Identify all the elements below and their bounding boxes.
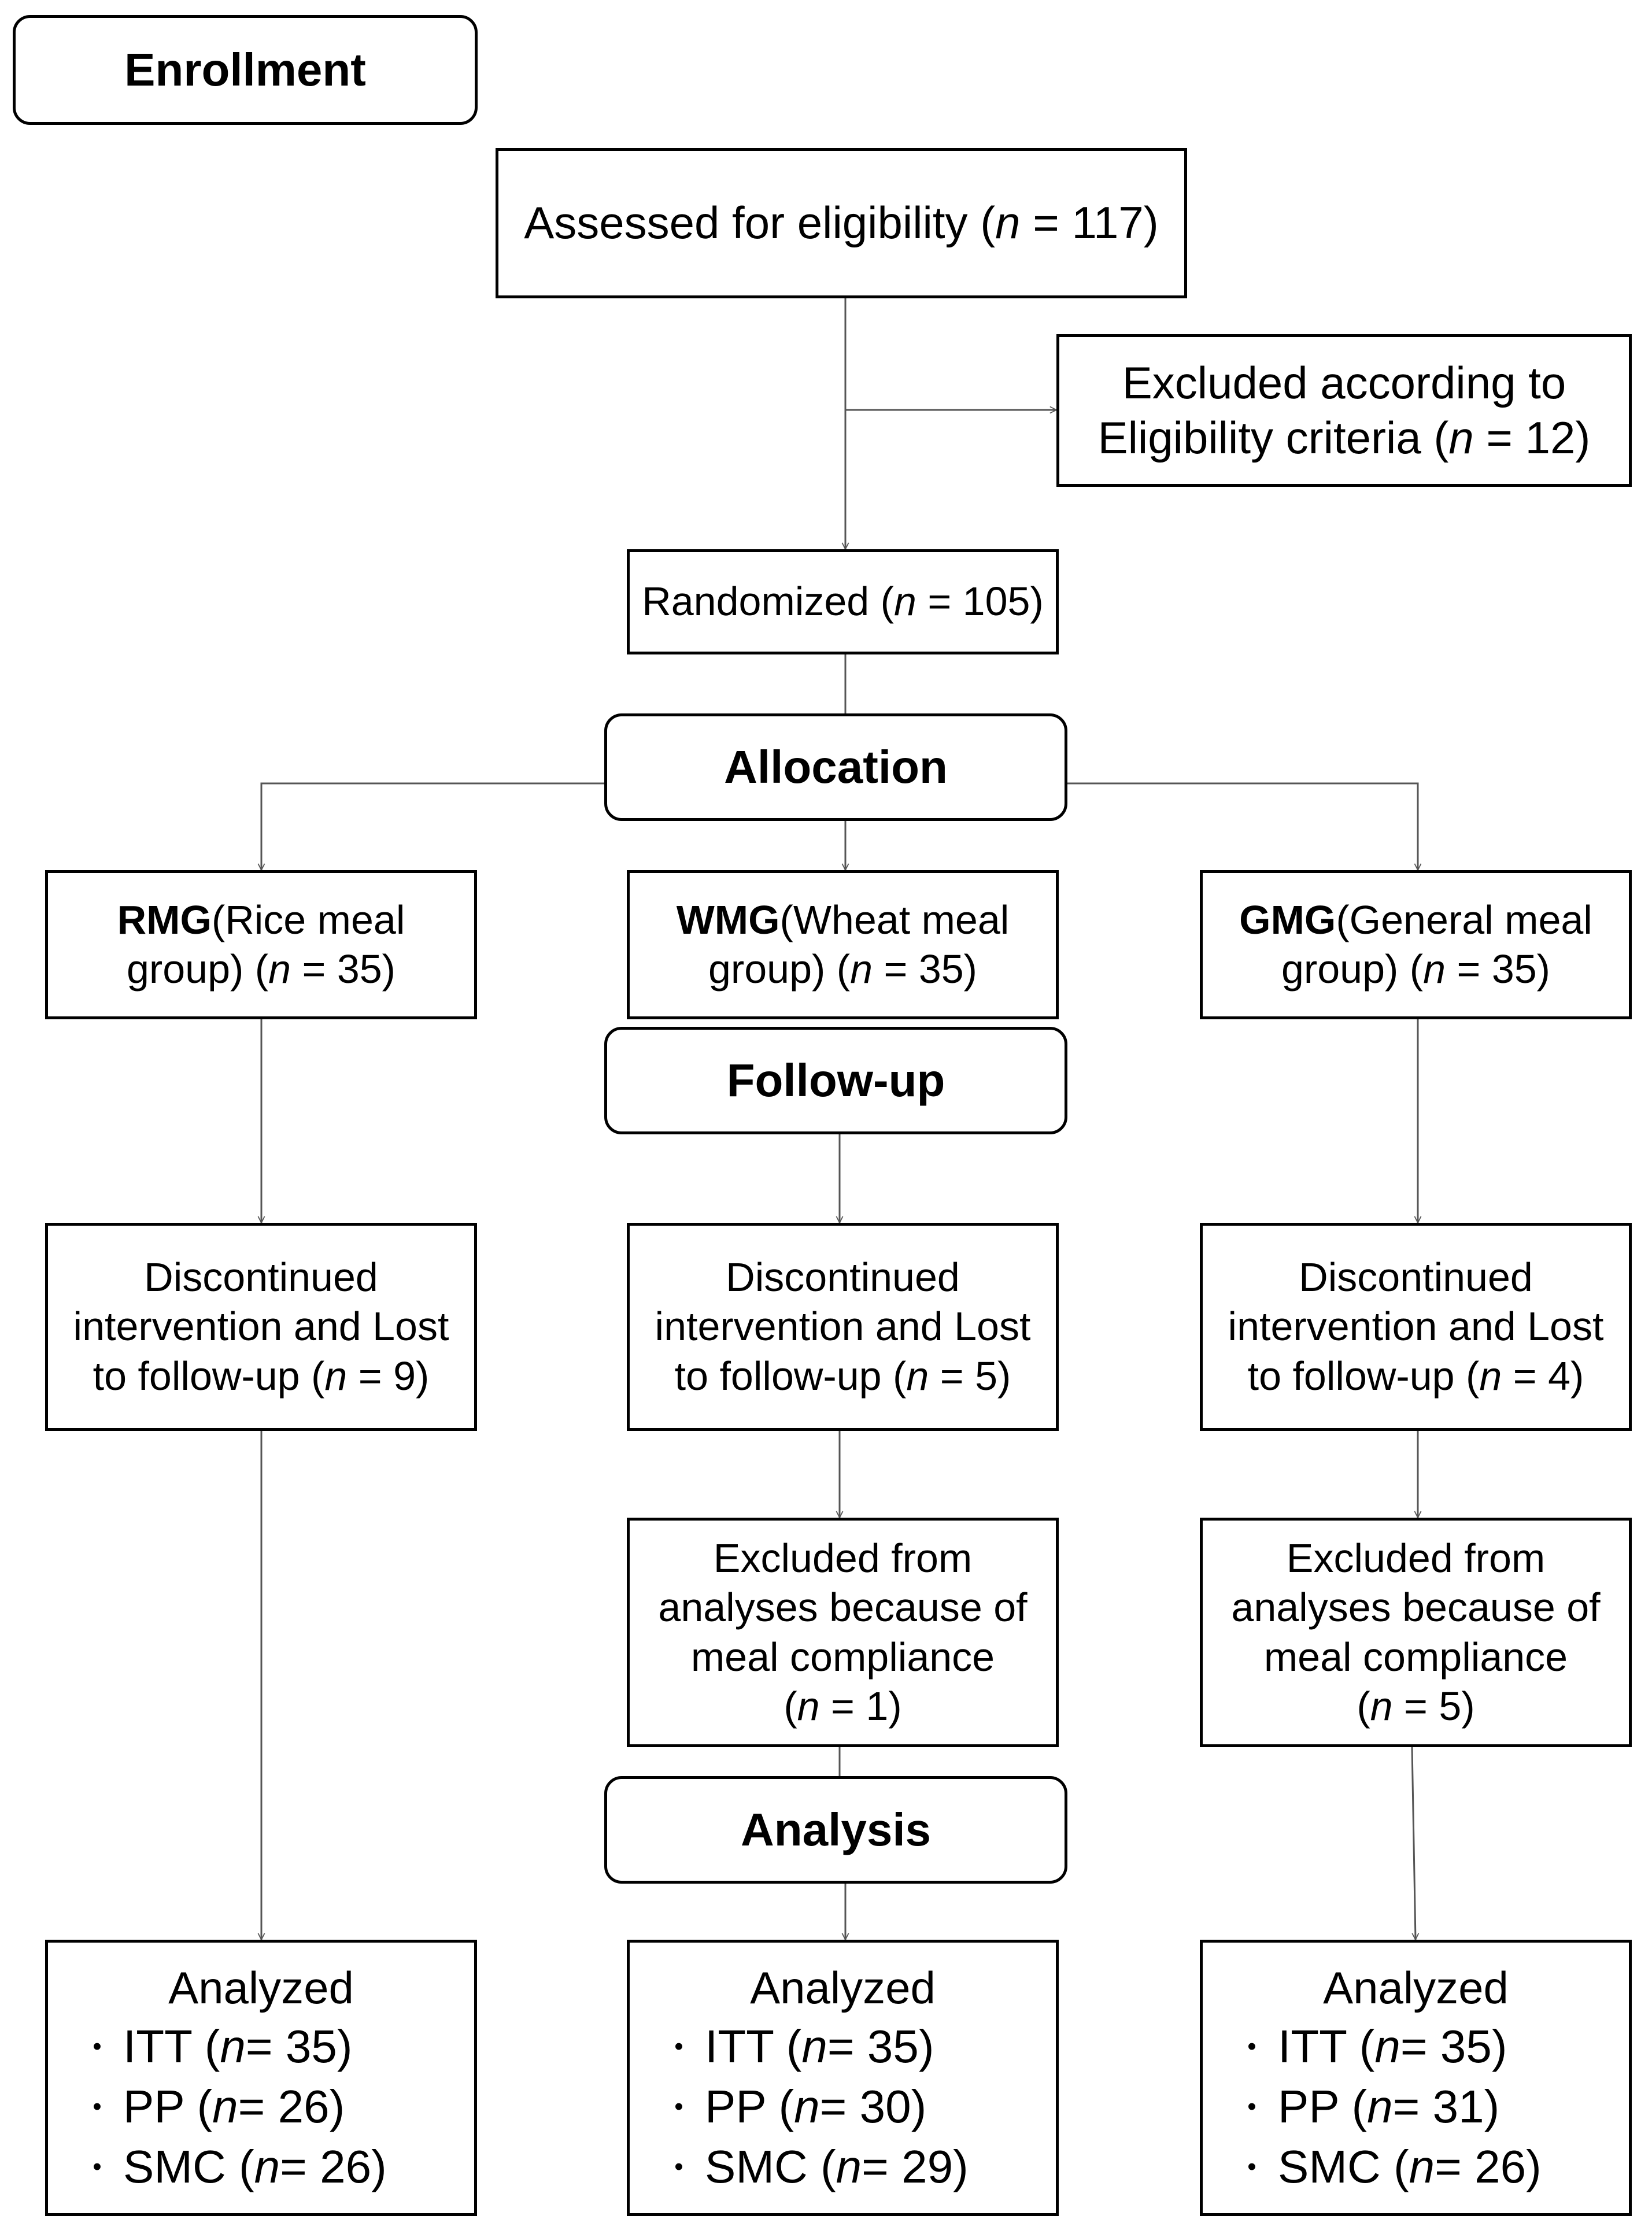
analyzed-wmg-item-itt: •ITT (n = 35) bbox=[630, 2017, 934, 2077]
group-gmg-line2: group) (n = 35) bbox=[1281, 946, 1550, 992]
group-gmg-line1: GMG(General meal bbox=[1239, 897, 1592, 942]
bullet-icon: • bbox=[93, 2032, 102, 2061]
excluded-compliance-wmg-line1: Excluded from bbox=[713, 1535, 973, 1581]
analyzed-box-rmg: Analyzed •ITT (n = 35) •PP (n = 26) •SMC… bbox=[45, 1940, 477, 2216]
group-rmg-line2: group) (n = 35) bbox=[127, 946, 396, 992]
group-box-wmg: WMG(Wheat meal group) (n = 35) bbox=[627, 870, 1059, 1019]
discontinued-rmg-line3: to follow-up (n = 9) bbox=[93, 1353, 430, 1399]
analyzed-gmg-item-smc: •SMC (n = 26) bbox=[1203, 2137, 1541, 2197]
analyzed-wmg-title: Analyzed bbox=[750, 1962, 936, 2013]
bullet-icon: • bbox=[674, 2032, 683, 2061]
stage-analysis-label: Analysis bbox=[740, 1804, 932, 1856]
excluded-compliance-box-wmg: Excluded from analyses because of meal c… bbox=[627, 1518, 1059, 1747]
randomized-box: Randomized (n = 105) bbox=[627, 549, 1059, 654]
bullet-icon: • bbox=[674, 2092, 683, 2121]
randomized-text: Randomized (n = 105) bbox=[642, 579, 1044, 624]
stage-allocation: Allocation bbox=[604, 713, 1067, 821]
group-rmg-line1: RMG(Rice meal bbox=[117, 897, 405, 942]
excluded-compliance-gmg-line3: meal compliance bbox=[1263, 1634, 1568, 1680]
excluded-compliance-gmg-line2: analyses because of bbox=[1231, 1585, 1601, 1630]
excluded-eligibility-line2: Eligibility criteria (n = 12) bbox=[1097, 412, 1591, 463]
analyzed-box-gmg: Analyzed •ITT (n = 35) •PP (n = 31) •SMC… bbox=[1200, 1940, 1632, 2216]
group-wmg-line2: group) (n = 35) bbox=[708, 946, 977, 992]
discontinued-gmg-line3: to follow-up (n = 4) bbox=[1247, 1353, 1584, 1399]
stage-allocation-label: Allocation bbox=[724, 741, 948, 793]
discontinued-wmg-line1: Discontinued bbox=[726, 1254, 960, 1300]
excluded-compliance-gmg-line1: Excluded from bbox=[1286, 1535, 1546, 1581]
bullet-icon: • bbox=[1247, 2092, 1256, 2121]
assessed-eligibility-box: Assessed for eligibility (n = 117) bbox=[496, 148, 1187, 298]
analyzed-rmg-item-itt: •ITT (n = 35) bbox=[48, 2017, 352, 2077]
stage-followup-label: Follow-up bbox=[726, 1055, 945, 1107]
bullet-icon: • bbox=[674, 2152, 683, 2181]
analyzed-wmg-item-pp: •PP (n = 30) bbox=[630, 2077, 926, 2137]
discontinued-wmg-line2: intervention and Lost bbox=[655, 1304, 1031, 1349]
bullet-icon: • bbox=[93, 2152, 102, 2181]
discontinued-box-gmg: Discontinued intervention and Lost to fo… bbox=[1200, 1223, 1632, 1431]
analyzed-gmg-item-pp: •PP (n = 31) bbox=[1203, 2077, 1499, 2137]
stage-enrollment: Enrollment bbox=[13, 15, 478, 125]
analyzed-rmg-title: Analyzed bbox=[168, 1962, 354, 2013]
arrow-gmg-excluded-to-analyzed bbox=[1411, 1747, 1416, 1940]
stage-analysis: Analysis bbox=[604, 1776, 1067, 1884]
discontinued-gmg-line1: Discontinued bbox=[1299, 1254, 1533, 1300]
arrow-allocation-to-rmg bbox=[261, 782, 604, 870]
analyzed-rmg-item-pp: •PP (n = 26) bbox=[48, 2077, 345, 2137]
discontinued-box-wmg: Discontinued intervention and Lost to fo… bbox=[627, 1223, 1059, 1431]
group-wmg-line1: WMG(Wheat meal bbox=[676, 897, 1010, 942]
stage-enrollment-label: Enrollment bbox=[124, 44, 366, 96]
stage-followup: Follow-up bbox=[604, 1027, 1067, 1134]
bullet-icon: • bbox=[93, 2092, 102, 2121]
discontinued-wmg-line3: to follow-up (n = 5) bbox=[674, 1353, 1011, 1399]
discontinued-box-rmg: Discontinued intervention and Lost to fo… bbox=[45, 1223, 477, 1431]
analyzed-rmg-item-smc: •SMC (n = 26) bbox=[48, 2137, 386, 2197]
excluded-compliance-gmg-line4: (n = 5) bbox=[1357, 1683, 1475, 1729]
excluded-compliance-wmg-line3: meal compliance bbox=[690, 1634, 995, 1680]
excluded-compliance-box-gmg: Excluded from analyses because of meal c… bbox=[1200, 1518, 1632, 1747]
bullet-icon: • bbox=[1247, 2152, 1256, 2181]
analyzed-wmg-item-smc: •SMC (n = 29) bbox=[630, 2137, 968, 2197]
excluded-eligibility-box: Excluded according to Eligibility criter… bbox=[1056, 334, 1632, 487]
excluded-eligibility-line1: Excluded according to bbox=[1122, 357, 1566, 408]
arrow-allocation-to-gmg bbox=[1067, 782, 1418, 870]
analyzed-gmg-item-itt: •ITT (n = 35) bbox=[1203, 2017, 1507, 2077]
bullet-icon: • bbox=[1247, 2032, 1256, 2061]
analyzed-box-wmg: Analyzed •ITT (n = 35) •PP (n = 30) •SMC… bbox=[627, 1940, 1059, 2216]
excluded-compliance-wmg-line4: (n = 1) bbox=[784, 1683, 902, 1729]
excluded-compliance-wmg-line2: analyses because of bbox=[658, 1585, 1028, 1630]
assessed-eligibility-text: Assessed for eligibility (n = 117) bbox=[524, 197, 1159, 249]
group-box-rmg: RMG(Rice meal group) (n = 35) bbox=[45, 870, 477, 1019]
discontinued-rmg-line2: intervention and Lost bbox=[73, 1304, 449, 1349]
group-box-gmg: GMG(General meal group) (n = 35) bbox=[1200, 870, 1632, 1019]
discontinued-gmg-line2: intervention and Lost bbox=[1228, 1304, 1604, 1349]
discontinued-rmg-line1: Discontinued bbox=[144, 1254, 378, 1300]
analyzed-gmg-title: Analyzed bbox=[1323, 1962, 1509, 2013]
